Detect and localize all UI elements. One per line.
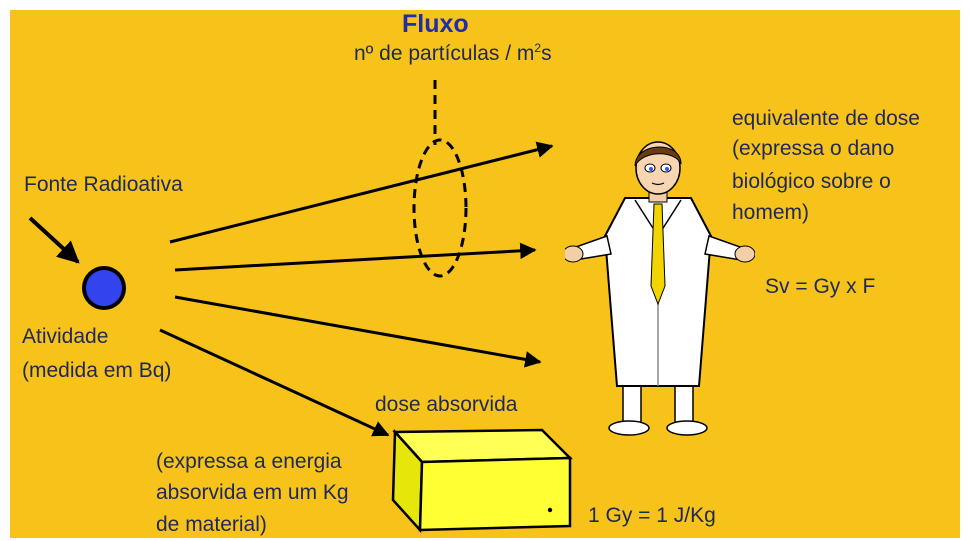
source-pointer-arrow xyxy=(28,216,80,264)
equivalent-dose-formula: Sv = Gy x F xyxy=(765,275,876,298)
flux-unit-prefix: nº de partículas / m xyxy=(354,42,535,65)
scientist-figure xyxy=(565,141,755,436)
absorbed-dose-line-2: absorvida em um Kg xyxy=(156,481,349,504)
source-label: Fonte Radioativa xyxy=(24,173,183,196)
equivalent-dose-line-2: (expressa o dano xyxy=(732,137,895,160)
equivalent-dose-line-3: biológico sobre o xyxy=(732,170,891,193)
radiation-arrow-4 xyxy=(159,328,390,437)
diagram-canvas: Fluxo nº de partículas / m2s Fonte Radio… xyxy=(10,10,960,538)
absorbed-dose-formula: 1 Gy = 1 J/Kg xyxy=(588,504,716,527)
radiation-arrow-2 xyxy=(174,242,537,272)
activity-line-2: (medida em Bq) xyxy=(22,359,172,382)
flux-surface-ellipse xyxy=(412,138,468,278)
flux-unit-suffix: s xyxy=(541,42,552,65)
absorbed-dose-line-3: de material) xyxy=(156,513,267,536)
radiation-arrow-1 xyxy=(169,141,554,244)
absorbing-material-block xyxy=(391,428,573,534)
radiation-diagram-graphics xyxy=(28,80,573,534)
radioactive-source-circle xyxy=(82,266,126,310)
equivalent-dose-line-1: equivalente de dose xyxy=(732,107,920,130)
flux-unit-superscript: 2 xyxy=(534,41,542,55)
radiation-arrow-3 xyxy=(174,295,542,368)
flux-unit: nº de partículas / m2s xyxy=(354,34,552,68)
activity-line-1: Atividade xyxy=(22,325,109,348)
equivalent-dose-line-4: homem) xyxy=(732,201,810,224)
absorbed-dose-label: dose absorvida xyxy=(375,393,518,416)
absorbed-dose-line-1: (expressa a energia xyxy=(156,450,342,473)
flux-title: Fluxo xyxy=(402,10,469,38)
